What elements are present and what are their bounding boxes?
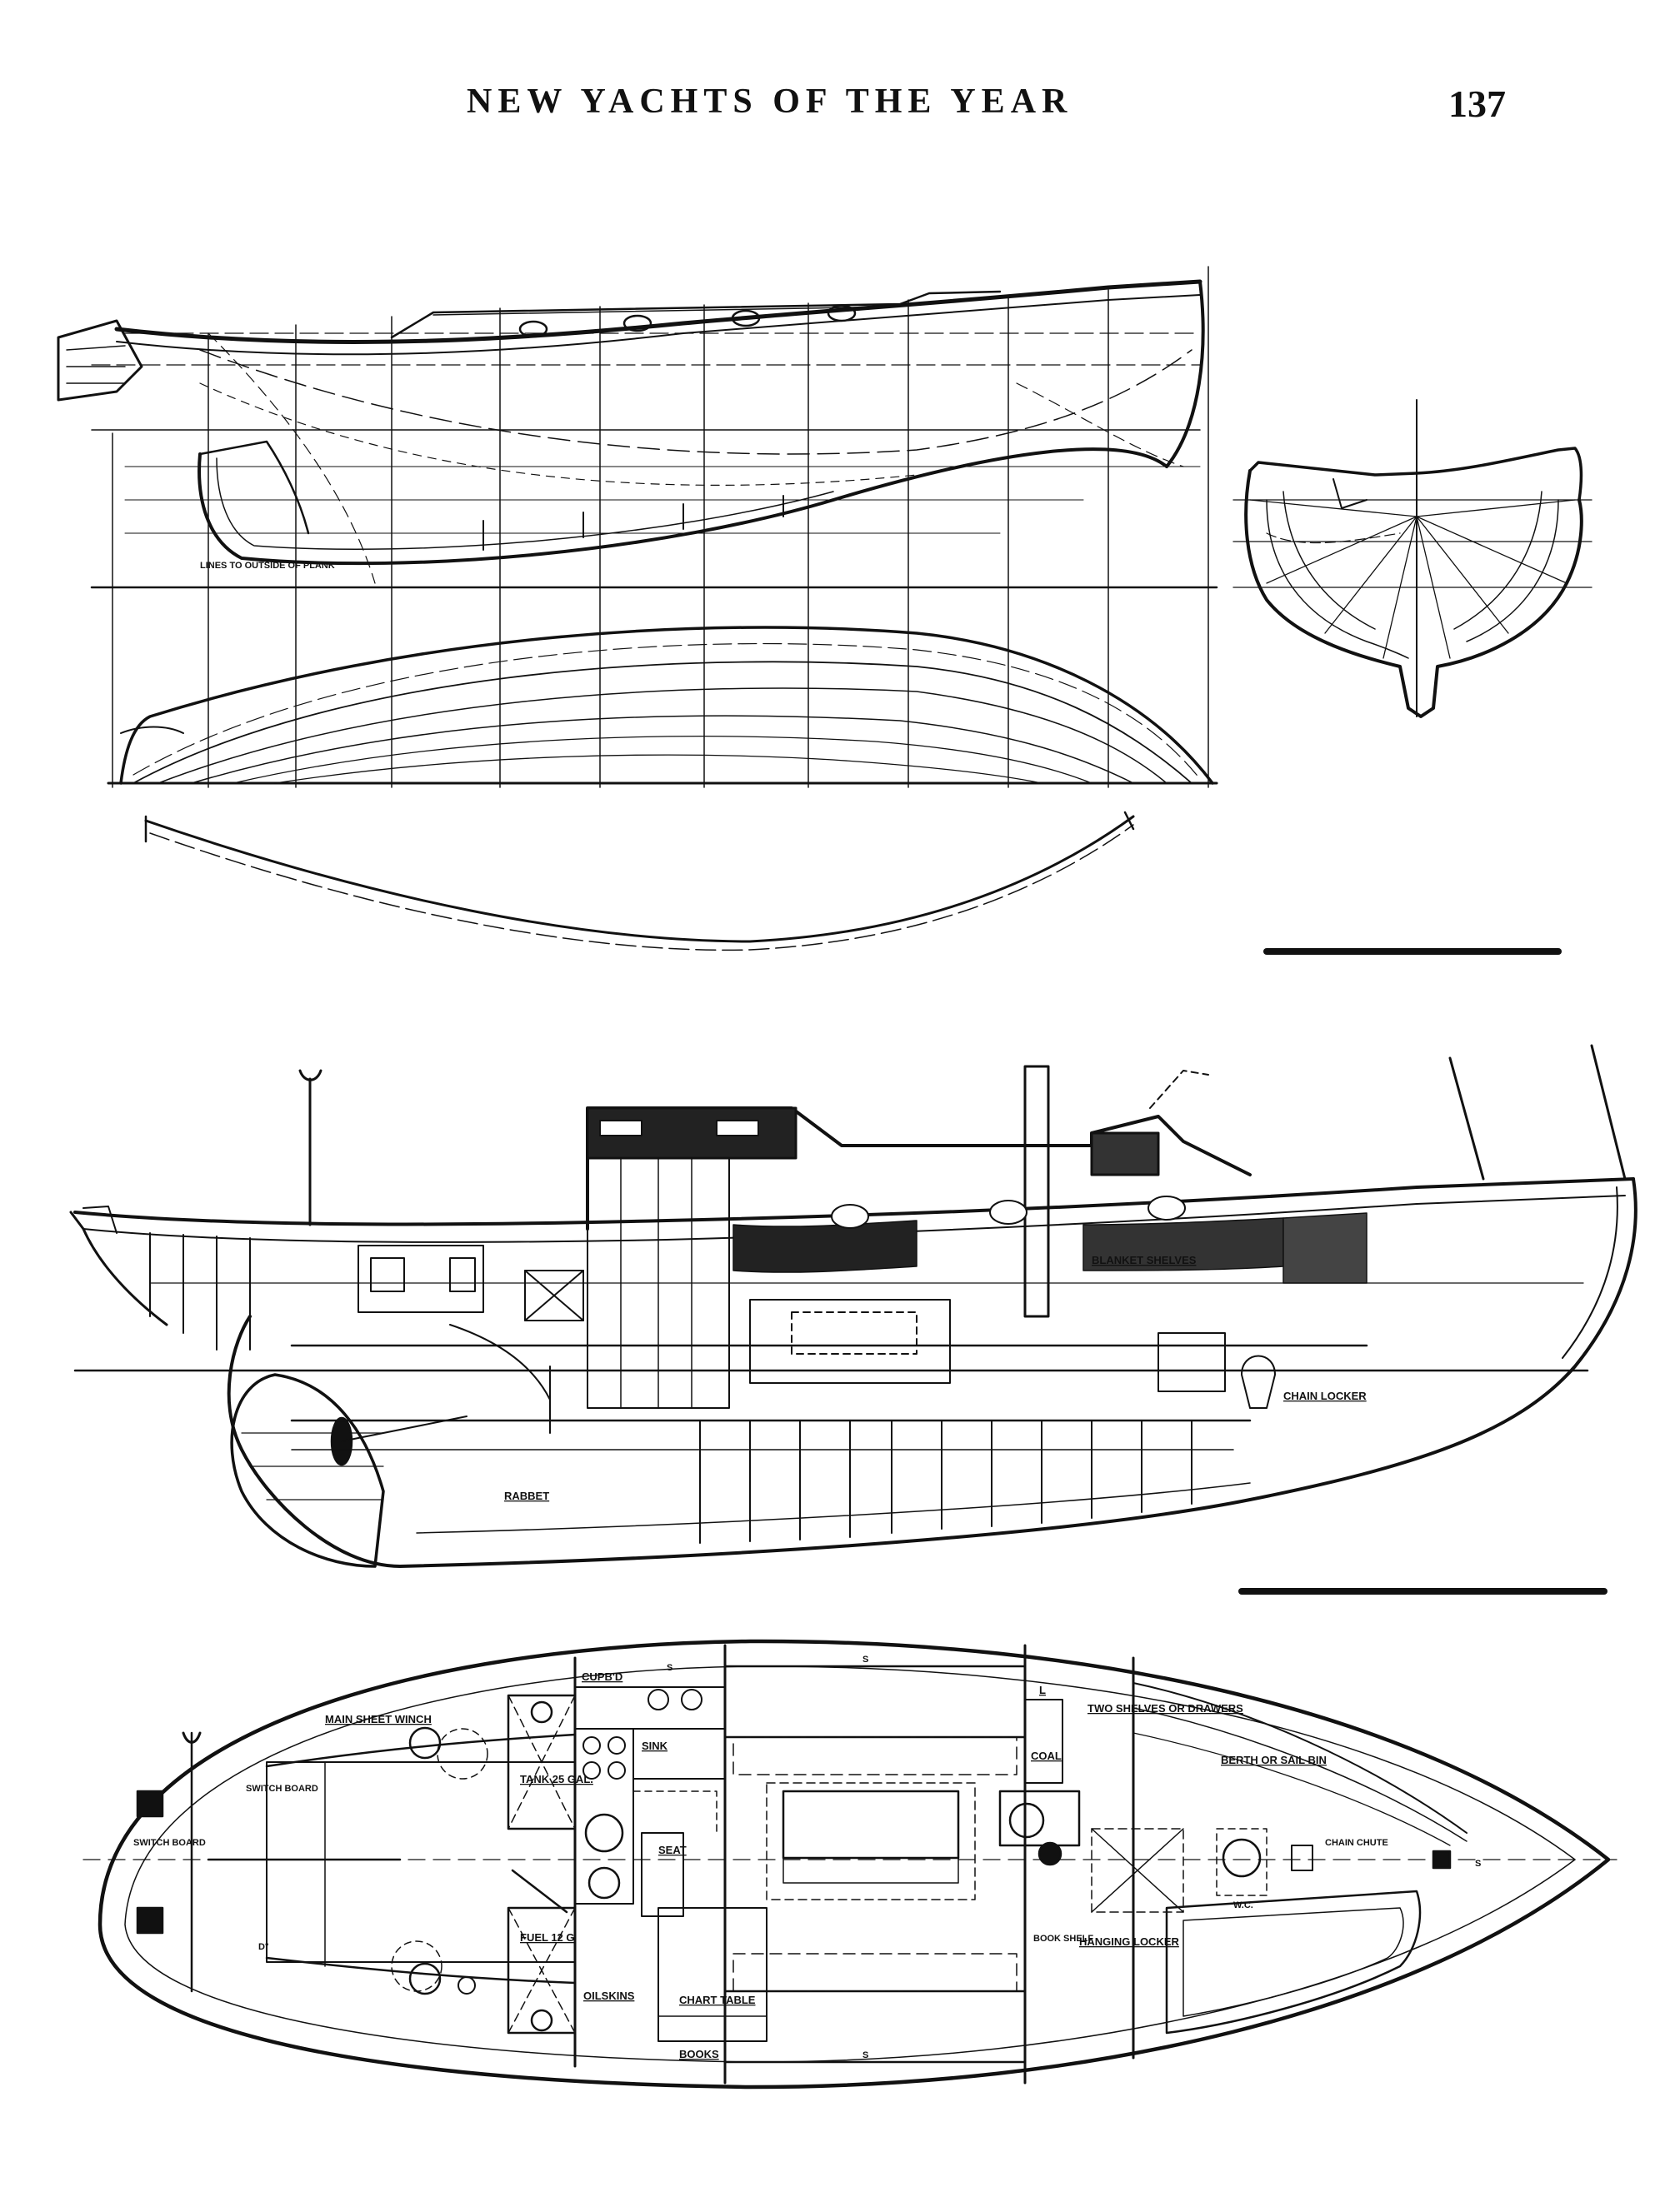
hanging-locker-label: HANGING LOCKER [1079, 1935, 1180, 1948]
inboard-profile-view [69, 1044, 1638, 1568]
s-label-top: S [667, 1663, 672, 1673]
books-label: BOOKS [679, 2048, 719, 2060]
chain-locker-label: CHAIN LOCKER [1283, 1390, 1367, 1402]
s-label-top-2: S [862, 1655, 868, 1665]
oilskins-label: OILSKINS [583, 1990, 635, 2002]
coal-label: COAL [1031, 1750, 1062, 1762]
lines-profile-view [57, 266, 1218, 788]
cupboard-label: CUPB'D [582, 1670, 622, 1683]
page-header: NEW YACHTS OF THE YEAR 137 [0, 82, 1655, 140]
page-number: 137 [1448, 82, 1506, 125]
two-shelves-label: TWO SHELVES OR DRAWERS [1088, 1702, 1243, 1715]
switch-board-label-2: SWITCH BOARD [246, 1784, 318, 1794]
accommodation-plan-view [82, 1639, 1618, 2090]
lines-note: LINES TO OUTSIDE OF PLANK [200, 561, 335, 571]
sheer-curve-view [144, 811, 1135, 951]
page-title: NEW YACHTS OF THE YEAR [467, 82, 1073, 121]
berth-sail-bin-label: BERTH OR SAIL BIN [1221, 1754, 1327, 1766]
ditto-label: D° [258, 1942, 268, 1952]
chart-table-label: CHART TABLE [679, 1994, 756, 2006]
chain-chute-label: CHAIN CHUTE [1325, 1838, 1388, 1848]
wc-label: W.C. [1233, 1900, 1253, 1910]
s-label-bow: S [1475, 1859, 1481, 1869]
tank-label: TANK 25 GAL. [520, 1773, 593, 1785]
body-plan-view [1232, 399, 1592, 718]
sink-label: SINK [642, 1740, 668, 1752]
switch-board-label: SWITCH BOARD [133, 1838, 206, 1848]
book-shelf-label: BOOK SHELF [1033, 1934, 1093, 1944]
lines-half-breadth-view [107, 626, 1218, 785]
rabbet-label: RABBET [504, 1490, 549, 1502]
blanket-shelves-label: BLANKET SHELVES [1092, 1254, 1197, 1266]
s-label-bottom: S [862, 2050, 868, 2060]
main-sheet-winch-label: MAIN SHEET WINCH [325, 1713, 432, 1725]
seat-label: SEAT [658, 1844, 687, 1856]
fuel-label: FUEL 12 G [520, 1931, 575, 1944]
l-label: L [1039, 1684, 1046, 1696]
